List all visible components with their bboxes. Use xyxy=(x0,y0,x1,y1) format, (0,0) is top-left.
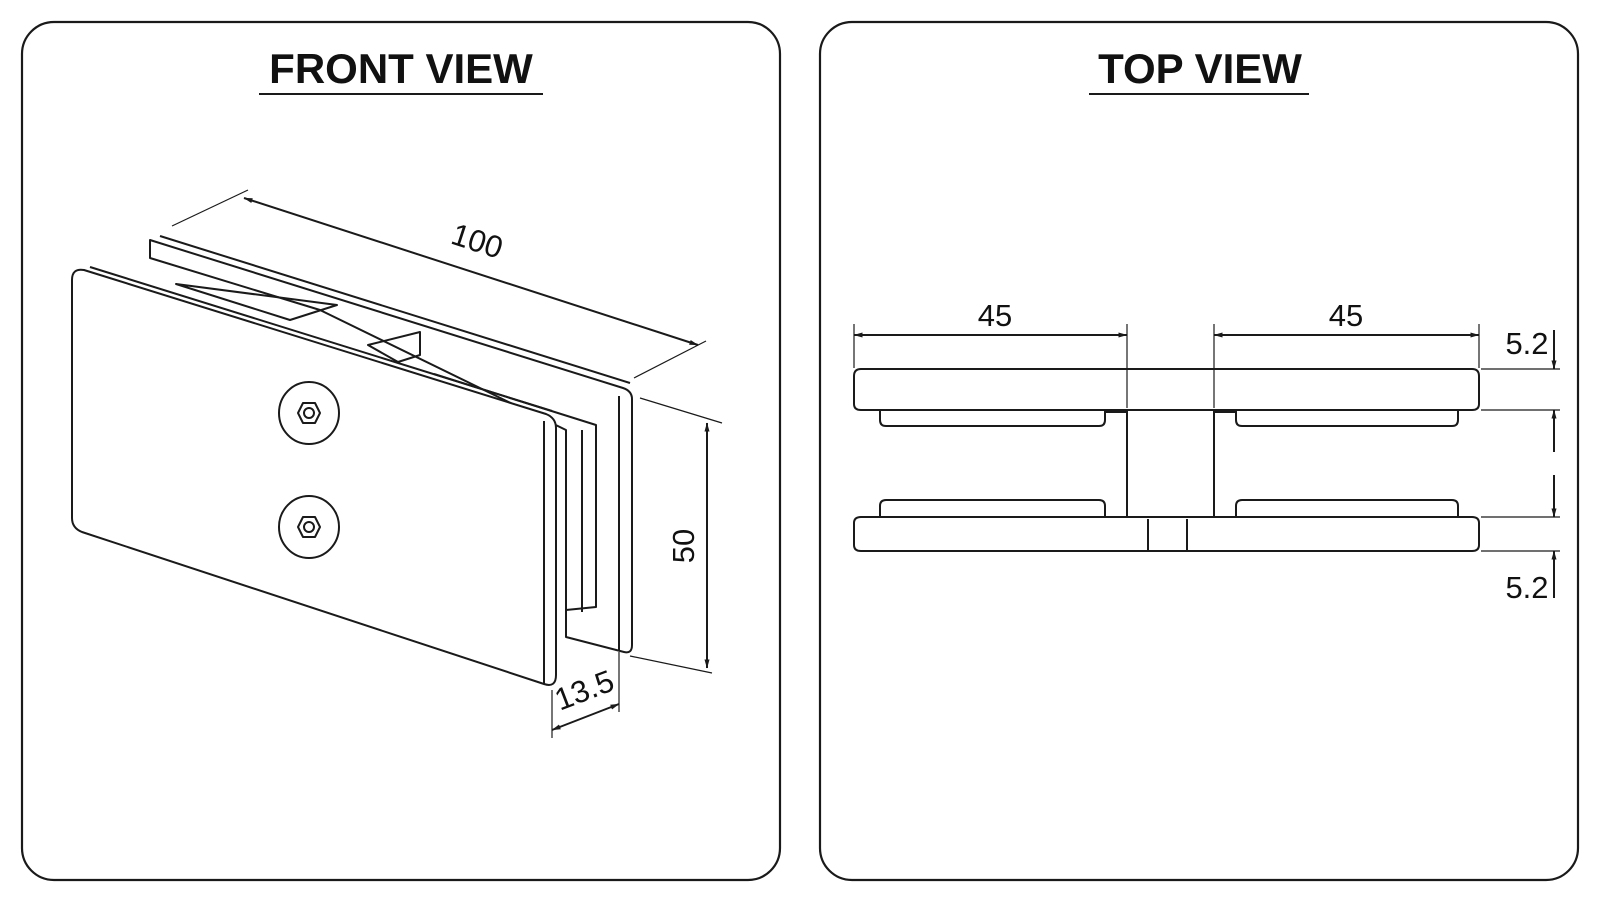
top-outer-plate xyxy=(853,368,1480,411)
dimension-left-width: 45 xyxy=(853,298,1128,408)
front-view-panel: FRONT VIEW xyxy=(20,20,782,882)
screw-lower xyxy=(278,495,340,559)
dimension-right-width-label: 45 xyxy=(1329,298,1363,333)
top-right-gasket xyxy=(1235,410,1459,427)
dimension-left-width-label: 45 xyxy=(978,298,1012,333)
dimension-bottom-thickness-label: 5.2 xyxy=(1505,570,1548,605)
dimension-right-width: 45 xyxy=(1213,298,1480,408)
dimension-top-thickness: 5.2 xyxy=(1481,326,1560,452)
bottom-outer-plate xyxy=(853,516,1480,552)
clamp-top-view xyxy=(853,368,1480,552)
bottom-right-gasket xyxy=(1235,499,1459,517)
top-view-title: TOP VIEW xyxy=(1098,45,1302,92)
bottom-left-gasket xyxy=(879,499,1106,517)
dimension-top-thickness-label: 5.2 xyxy=(1505,326,1548,361)
screw-upper xyxy=(278,381,340,445)
dimension-depth: 13.5 xyxy=(550,652,620,738)
front-plate xyxy=(71,268,557,686)
top-view-panel: TOP VIEW 45 xyxy=(818,20,1580,882)
top-left-gasket xyxy=(879,410,1106,427)
dimension-height-label: 50 xyxy=(666,529,701,563)
dimension-height: 50 xyxy=(629,397,723,674)
front-view-title: FRONT VIEW xyxy=(269,45,533,92)
dimension-bottom-thickness: 5.2 xyxy=(1481,475,1560,605)
